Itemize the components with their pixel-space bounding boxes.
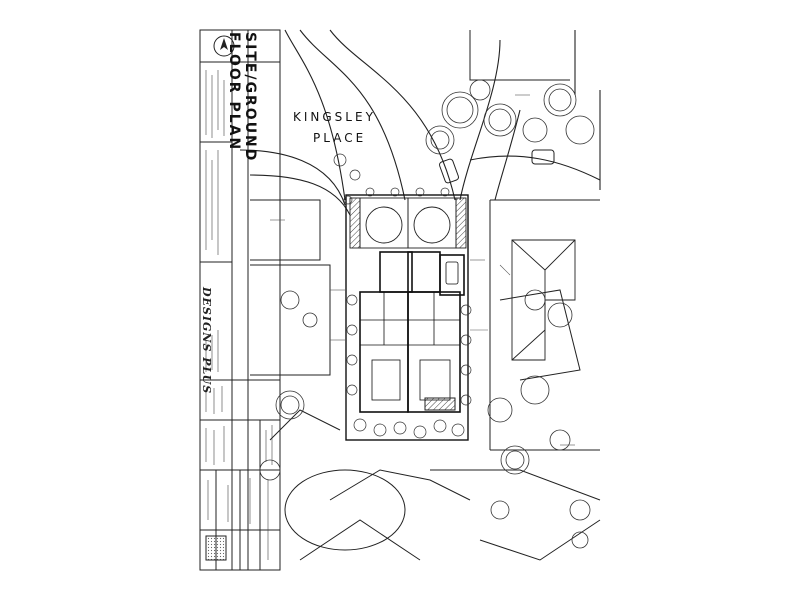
- drawing-title: SITE/GROUND FLOOR PLAN: [226, 30, 272, 162]
- drawing-title-line1: SITE/GROUND: [242, 32, 258, 163]
- neighbouring-lots: [250, 30, 601, 561]
- car-icon: [439, 158, 459, 184]
- trees: [259, 79, 595, 549]
- title-strip: [199, 29, 281, 571]
- site-boundary: [345, 194, 469, 441]
- title-strip-notes: [205, 70, 273, 560]
- annotation-marks: [270, 94, 575, 446]
- car-icon: [531, 149, 555, 165]
- rear-deck: [424, 397, 456, 411]
- road-outline: [239, 29, 601, 216]
- front-courtyards: [349, 197, 467, 249]
- shrubs: [333, 153, 472, 439]
- neighbour-roof: [511, 239, 576, 361]
- drawing-title-line2: FLOOR PLAN: [226, 32, 242, 152]
- street-name-line2: PLACE: [313, 131, 367, 145]
- roundabout-circle: [284, 469, 406, 551]
- north-arrow-icon: [220, 38, 228, 50]
- north-point-icon: [213, 35, 235, 57]
- street-name-line1: KINGSLEY: [293, 110, 376, 124]
- firm-name: DESIGNS PLUS: [200, 287, 213, 395]
- firm-logo-icon: [205, 535, 227, 561]
- dwelling-units: [359, 251, 465, 413]
